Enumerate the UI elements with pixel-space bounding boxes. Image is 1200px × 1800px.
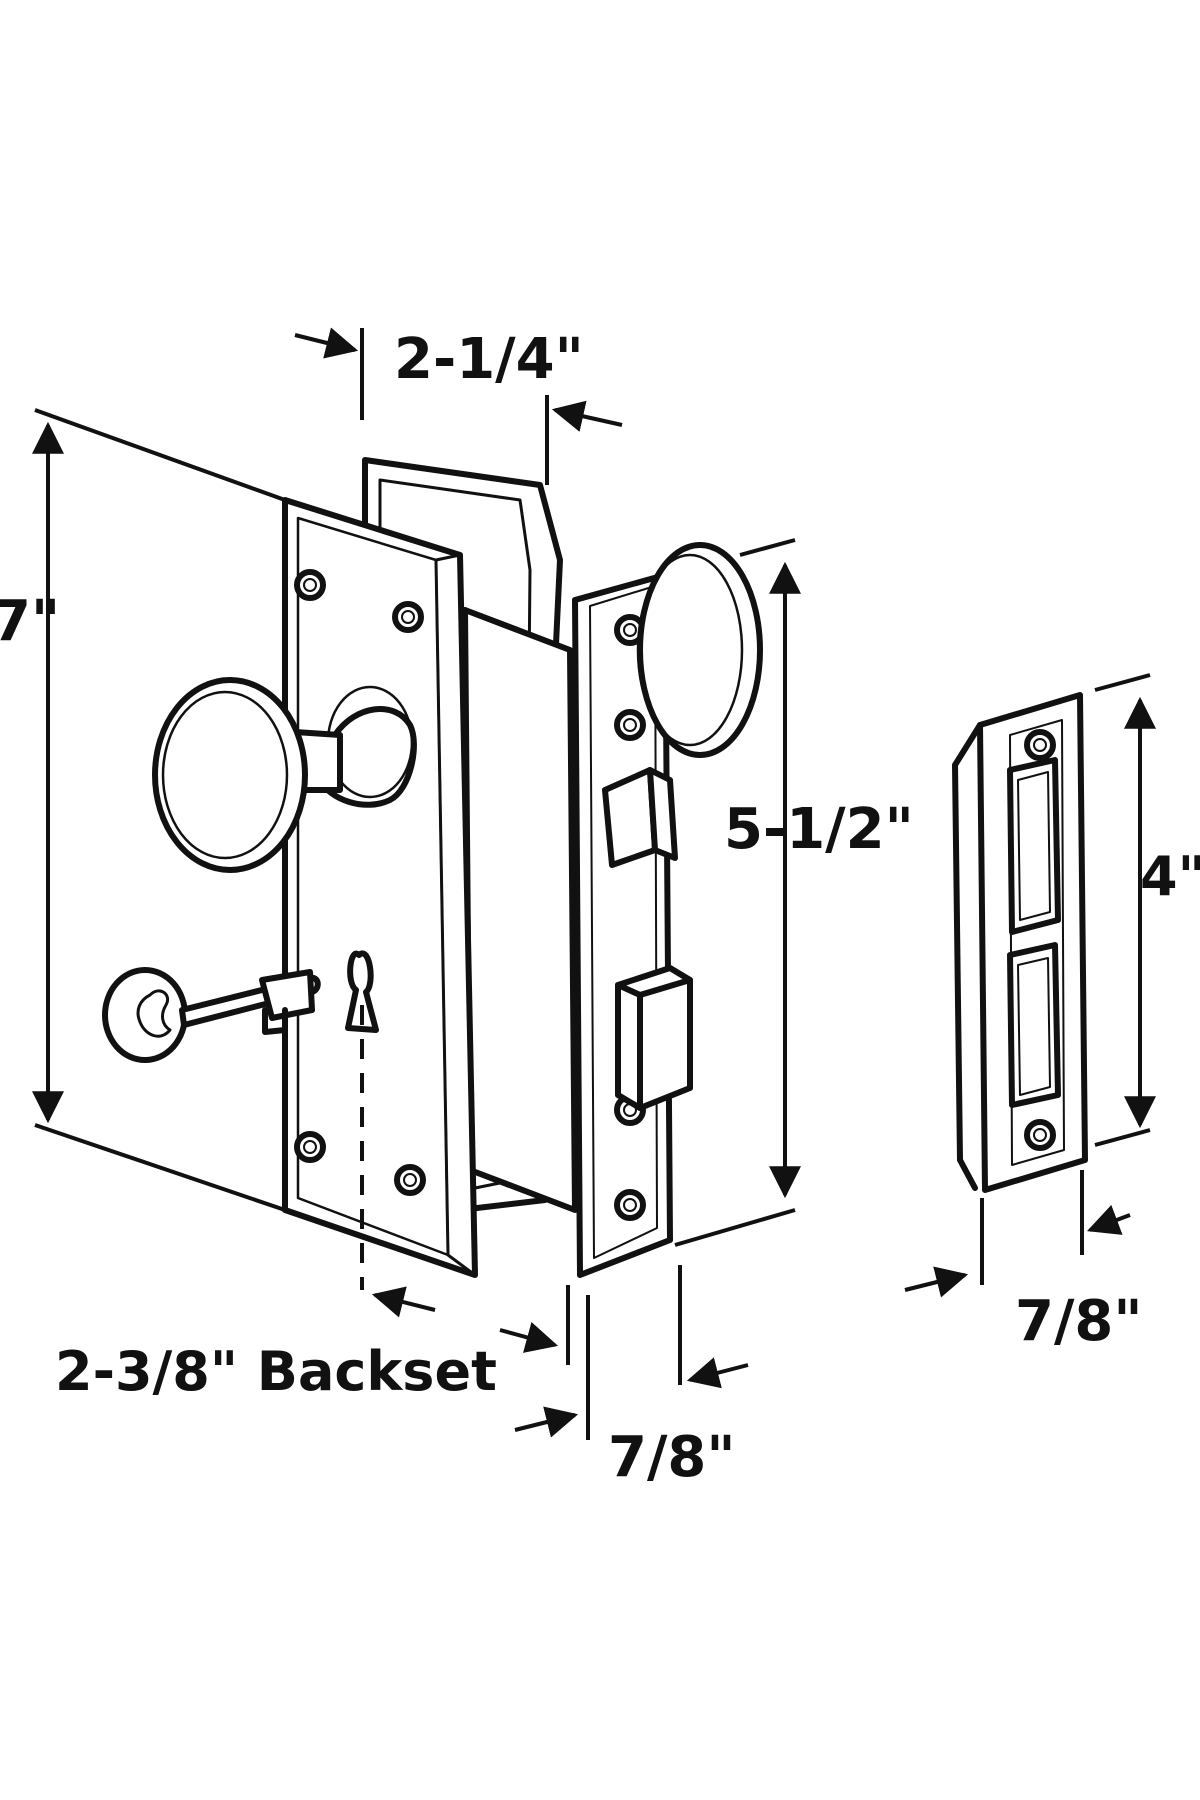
label-height-7: 7" [0, 589, 60, 654]
dimension-line-strike-7-8 [904, 1266, 969, 1298]
dimension-line-backset [371, 1286, 436, 1318]
label-faceplate-5-1-2: 5-1/2" [724, 797, 914, 862]
lock-faceplate [572, 572, 693, 1278]
label-strike-4: 4" [1140, 845, 1200, 908]
keyhole-icon [345, 950, 379, 1033]
label-strike-7-8: 7/8" [1015, 1289, 1143, 1354]
label-faceplate-7-8: 7/8" [608, 1425, 736, 1490]
door-knob [152, 677, 417, 873]
label-width-2-1-4: 2-1/4" [394, 327, 584, 392]
dimension-line-faceplate-7-8 [514, 1406, 579, 1438]
label-backset: 2-3/8" Backset [55, 1340, 497, 1403]
dimension-line-2-1-4 [294, 327, 359, 359]
escutcheon-plate [282, 497, 478, 1278]
rear-knob [636, 542, 763, 758]
skeleton-key [102, 967, 321, 1063]
strike-plate [952, 692, 1088, 1193]
